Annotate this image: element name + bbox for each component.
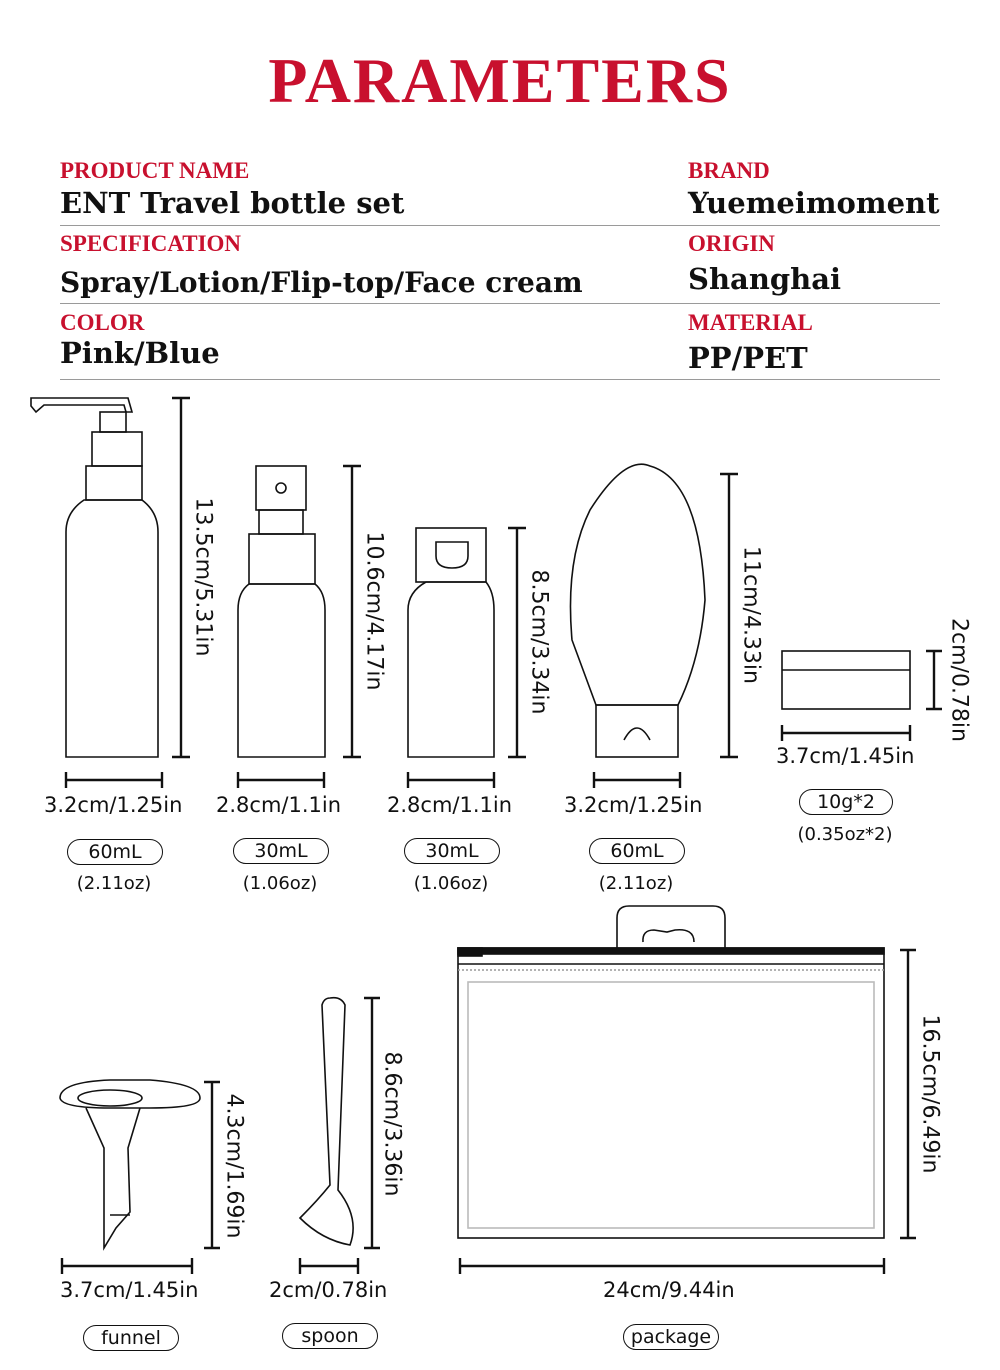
jar-width-line [780,725,912,741]
jar-oz-label: (0.35oz*2) [797,824,893,845]
funnel-width-line [60,1258,194,1274]
package-height-line [900,948,916,1240]
jar-capacity-badge: 10g*2 [799,789,893,815]
jar-height-line [926,649,942,711]
spoon-width-line [298,1258,360,1274]
spray-height-line [343,464,361,759]
origin-label: ORIGIN [688,231,775,256]
spoon-height-label: 8.6cm/3.36in [379,1051,405,1197]
funnel-height-label: 4.3cm/1.69in [221,1093,247,1239]
color-label: COLOR [60,310,145,335]
funnel-drawing [59,1079,201,1251]
lotion-height-label: 13.5cm/5.31in [190,497,216,657]
fliptop-height-label: 8.5cm/3.34in [526,569,552,715]
product-name-value: ENT Travel bottle set [60,186,405,220]
lotion-height-line [172,396,190,759]
color-value: Pink/Blue [60,336,220,370]
page-title: PARAMETERS [268,45,732,116]
material-label: MATERIAL [688,310,813,335]
package-bag-drawing [457,905,885,1239]
lotion-oz-label: (2.11oz) [76,873,152,894]
squeeze-width-label: 3.2cm/1.25in [564,793,703,817]
squeeze-height-label: 11cm/4.33in [738,546,764,684]
specification-value: Spray/Lotion/Flip-top/Face cream [60,266,583,299]
brand-value: Yuemeimoment [688,186,940,220]
squeeze-tube-drawing [569,463,706,758]
lotion-width-label: 3.2cm/1.25in [44,793,183,817]
spray-bottle-drawing [237,465,326,758]
fliptop-width-label: 2.8cm/1.1in [387,793,513,817]
squeeze-height-line [720,472,738,759]
fliptop-oz-label: (1.06oz) [413,873,489,894]
fliptop-capacity-badge: 30mL [404,838,500,864]
squeeze-capacity-badge: 60mL [589,838,685,864]
spoon-width-label: 2cm/0.78in [269,1278,388,1302]
package-name-badge: package [623,1324,719,1350]
package-height-label: 16.5cm/6.49in [917,1014,943,1174]
squeeze-oz-label: (2.11oz) [598,873,674,894]
specification-label: SPECIFICATION [60,231,242,256]
origin-value: Shanghai [688,262,842,296]
material-value: PP/PET [688,341,808,375]
lotion-bottle-drawing [30,397,159,758]
package-width-line [458,1258,886,1274]
table-divider [60,303,940,304]
fliptop-bottle-drawing [407,527,495,758]
spray-oz-label: (1.06oz) [242,873,318,894]
brand-label: BRAND [688,158,770,183]
cream-jar-drawing [781,650,911,710]
table-divider [60,225,940,226]
funnel-width-label: 3.7cm/1.45in [60,1278,199,1302]
jar-width-label: 3.7cm/1.45in [776,744,915,768]
spoon-drawing [298,996,354,1246]
table-divider [60,379,940,380]
spray-height-label: 10.6cm/4.17in [361,531,387,691]
lotion-width-line [64,772,164,788]
spray-width-line [236,772,326,788]
spray-width-label: 2.8cm/1.1in [216,793,342,817]
spoon-height-line [364,996,380,1250]
lotion-capacity-badge: 60mL [67,839,163,865]
product-name-label: PRODUCT NAME [60,158,250,183]
spoon-name-badge: spoon [282,1323,378,1349]
jar-height-label: 2cm/0.78in [946,618,972,742]
fliptop-height-line [508,526,526,759]
squeeze-width-line [592,772,682,788]
funnel-name-badge: funnel [83,1325,179,1351]
spray-capacity-badge: 30mL [233,838,329,864]
funnel-height-line [204,1080,220,1250]
fliptop-width-line [406,772,496,788]
package-width-label: 24cm/9.44in [603,1278,735,1302]
